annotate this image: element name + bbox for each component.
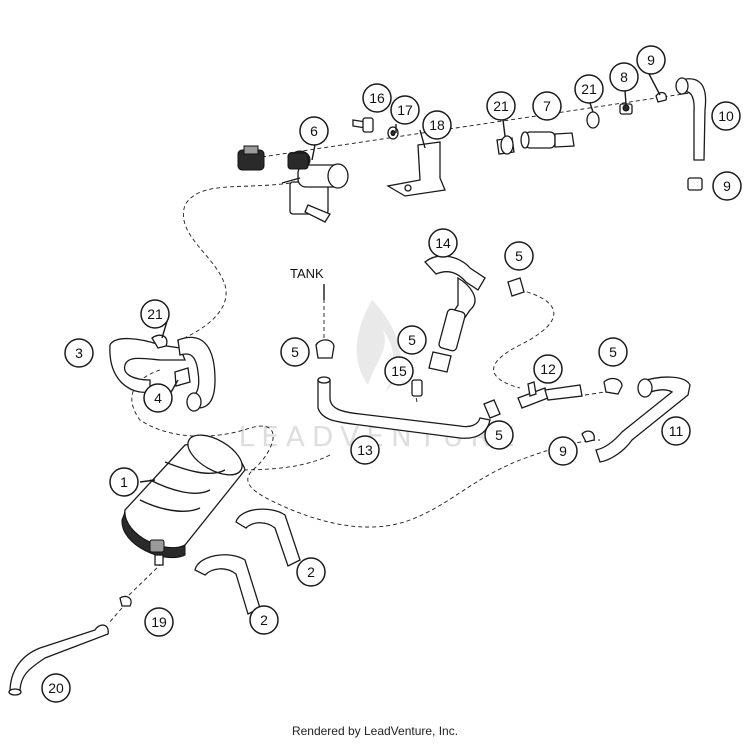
vent-hose-upper [675, 77, 707, 161]
callout-9: 9 [712, 171, 742, 201]
callout-18: 18 [422, 110, 452, 140]
callout-2: 2 [296, 557, 326, 587]
callout-2: 2 [249, 605, 279, 635]
svg-text:11: 11 [669, 423, 684, 439]
callout-5: 5 [484, 420, 514, 450]
svg-text:3: 3 [75, 345, 83, 361]
svg-text:5: 5 [609, 344, 617, 360]
callout-12: 12 [533, 354, 563, 384]
callout-3: 3 [64, 338, 94, 368]
callout-8: 8 [609, 62, 639, 92]
callout-11: 11 [661, 416, 691, 446]
svg-text:12: 12 [540, 361, 556, 377]
bolt-washer-bracket [352, 117, 446, 197]
mounting-straps [194, 508, 301, 615]
svg-text:21: 21 [493, 98, 509, 114]
svg-text:9: 9 [647, 52, 655, 68]
svg-text:2: 2 [260, 612, 268, 628]
callout-10: 10 [711, 101, 741, 131]
callout-5: 5 [504, 241, 534, 271]
tank-label: TANK [290, 266, 324, 281]
tank-vent-hose-14 [411, 255, 525, 397]
connection-lines [107, 92, 691, 625]
svg-text:4: 4 [154, 390, 162, 406]
drain-hose-lower [8, 595, 132, 696]
svg-text:8: 8 [620, 69, 628, 85]
callout-16: 16 [362, 83, 392, 113]
tank-hose-13 [315, 339, 501, 439]
clamp-part [687, 177, 703, 191]
leader-lines [139, 71, 661, 483]
svg-text:2: 2 [307, 564, 315, 580]
callout-14: 14 [428, 228, 458, 258]
callout-5: 5 [397, 325, 427, 355]
svg-text:5: 5 [408, 332, 416, 348]
inline-fittings-upper [496, 91, 667, 155]
callout-7: 7 [532, 91, 562, 121]
footer-credit: Rendered by LeadVenture, Inc. [291, 724, 459, 738]
callout-5: 5 [598, 337, 628, 367]
svg-text:9: 9 [723, 178, 731, 194]
svg-text:20: 20 [48, 680, 64, 696]
callout-20: 20 [41, 673, 71, 703]
callout-4: 4 [143, 383, 173, 413]
charcoal-canister [121, 434, 246, 566]
callout-1: 1 [109, 467, 139, 497]
svg-text:13: 13 [357, 442, 373, 458]
purge-valve-assembly [237, 145, 349, 223]
svg-text:10: 10 [718, 108, 734, 124]
callout-19: 19 [144, 607, 174, 637]
svg-text:1: 1 [120, 474, 128, 490]
callout-17: 17 [390, 95, 420, 125]
callout-5: 5 [280, 337, 310, 367]
callout-21: 21 [574, 74, 604, 104]
svg-text:16: 16 [369, 90, 385, 106]
tee-fitting-and-hose [517, 376, 691, 463]
callout-21: 21 [486, 91, 516, 121]
svg-text:14: 14 [435, 235, 451, 251]
svg-text:9: 9 [559, 443, 567, 459]
callout-15: 15 [384, 356, 414, 386]
svg-text:18: 18 [429, 117, 445, 133]
svg-text:5: 5 [291, 344, 299, 360]
svg-text:5: 5 [515, 248, 523, 264]
svg-text:21: 21 [147, 306, 163, 322]
callout-21: 21 [140, 299, 170, 329]
svg-text:5: 5 [495, 427, 503, 443]
callout-6: 6 [299, 116, 329, 146]
svg-text:7: 7 [543, 98, 551, 114]
svg-text:21: 21 [581, 81, 597, 97]
svg-text:19: 19 [151, 614, 167, 630]
svg-text:17: 17 [397, 102, 413, 118]
callout-13: 13 [350, 435, 380, 465]
svg-text:15: 15 [391, 363, 407, 379]
callout-9: 9 [636, 45, 666, 75]
hose-assembly-left [109, 334, 216, 412]
svg-text:6: 6 [310, 123, 318, 139]
callout-9: 9 [548, 436, 578, 466]
